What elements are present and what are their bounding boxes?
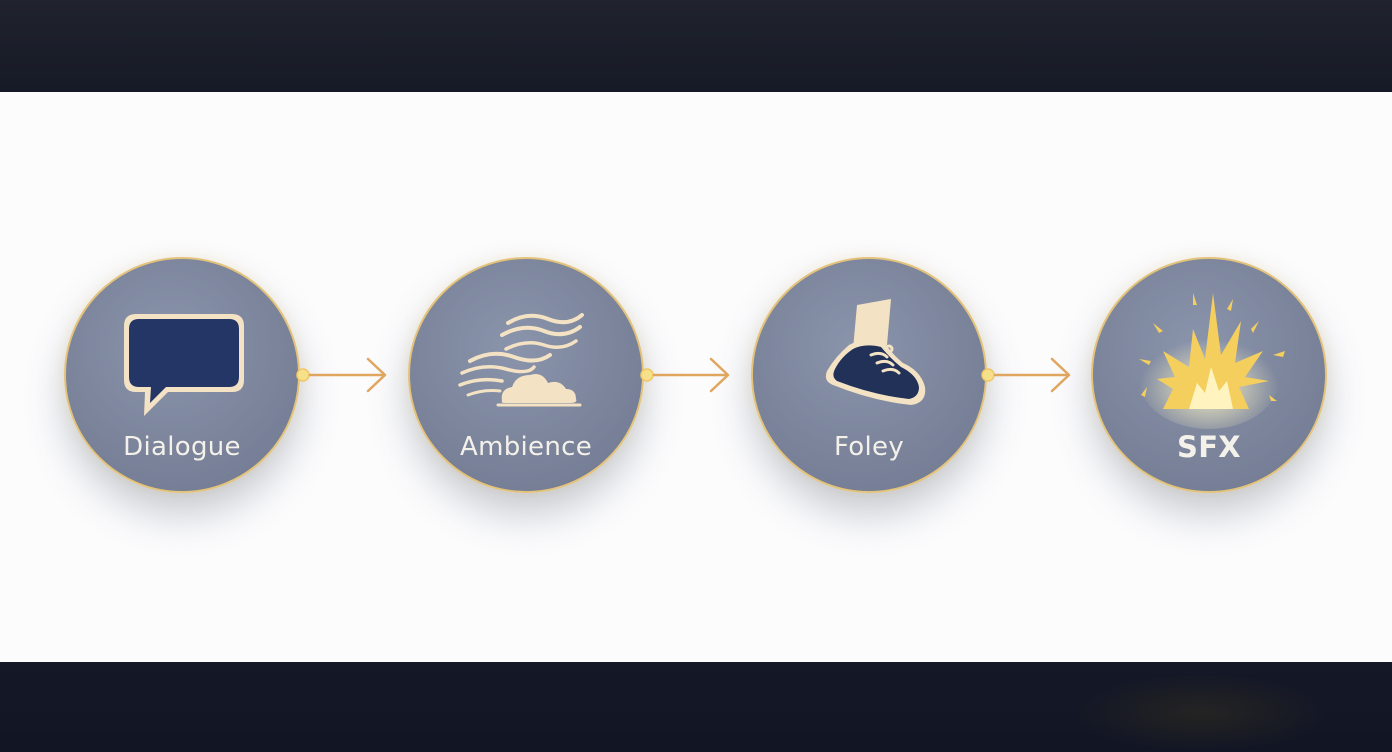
shoe-footstep-icon: [825, 299, 926, 405]
connector-arrow-3: [981, 357, 1071, 393]
node-label-foley: Foley: [833, 432, 905, 462]
node-dialogue: Dialogue: [64, 257, 300, 493]
explosion-icon: [1139, 293, 1285, 429]
node-label-ambience: Ambience: [459, 432, 592, 462]
wind-cloud-icon: [458, 313, 584, 407]
speech-bubble-icon: [124, 314, 244, 416]
node-label-sfx: SFX: [1177, 430, 1241, 464]
bottom-letterbox: [0, 662, 1392, 752]
node-label-dialogue: Dialogue: [123, 432, 241, 462]
connector-arrow-1: [296, 357, 387, 393]
node-foley: Foley: [751, 257, 987, 493]
top-letterbox: [0, 0, 1392, 92]
connector-arrow-2: [640, 357, 730, 393]
node-ambience: Ambience: [408, 257, 644, 493]
node-sfx: SFX: [1091, 257, 1327, 493]
